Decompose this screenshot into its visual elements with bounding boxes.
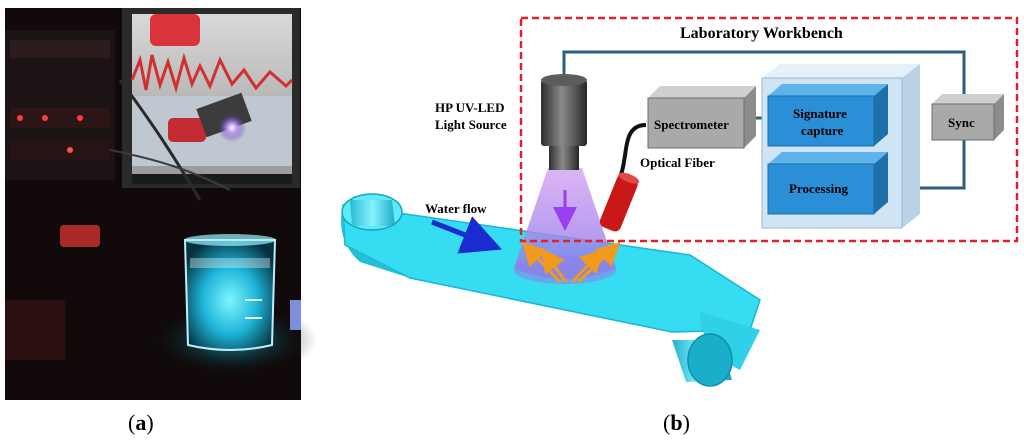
light-source-label-1: HP UV-LED xyxy=(435,100,504,115)
photo-frame xyxy=(5,8,317,400)
fiber-probe xyxy=(599,172,640,232)
spectrometer-label: Spectrometer xyxy=(654,117,729,132)
signature-label-1: Signature xyxy=(793,106,847,121)
optical-fiber-label: Optical Fiber xyxy=(640,155,715,170)
sync-box xyxy=(931,94,1004,141)
caption-a: (a) xyxy=(128,410,154,435)
water-flow-label: Water flow xyxy=(425,201,487,216)
uv-led-glow xyxy=(218,114,246,142)
sync-label: Sync xyxy=(948,115,975,130)
caption-b: (b) xyxy=(663,410,690,435)
light-source-label-2: Light Source xyxy=(435,117,507,132)
emission-arrows xyxy=(521,241,621,284)
uv-led-lamp xyxy=(541,74,587,170)
workbench-border xyxy=(519,16,1019,243)
water-flow-arrow xyxy=(431,216,502,254)
processing-label: Processing xyxy=(789,181,848,196)
spectrometer-box xyxy=(647,86,756,149)
processing-block xyxy=(767,152,888,215)
red-clip xyxy=(150,14,200,46)
workbench-title: Laboratory Workbench xyxy=(680,25,843,42)
signature-capture-block xyxy=(767,84,888,147)
signature-label-2: capture xyxy=(801,123,844,138)
beaker xyxy=(183,234,277,351)
